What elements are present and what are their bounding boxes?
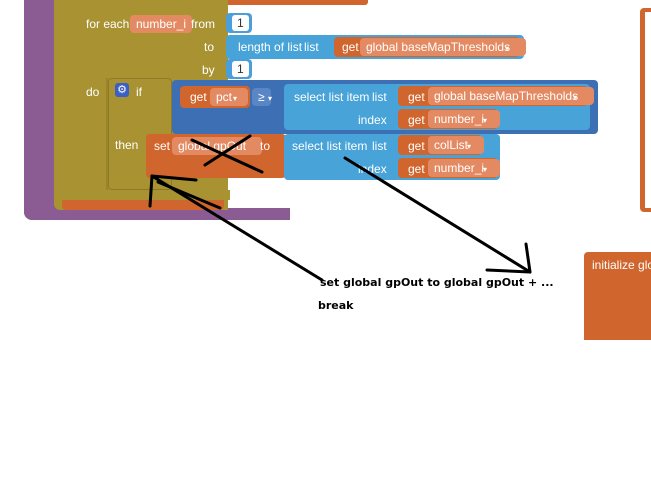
select-list-item-label-1: select list item bbox=[294, 90, 370, 104]
get-pct-label: get bbox=[190, 90, 207, 104]
annotation-text-1: set global gpOut to global gpOut + ... bbox=[320, 276, 554, 289]
arrow-head-then-extra bbox=[156, 180, 222, 210]
arrow-to-init bbox=[343, 156, 532, 274]
operator-dropdown[interactable]: ≥ bbox=[252, 88, 271, 106]
from-label: from bbox=[191, 17, 215, 31]
get-label-2: get bbox=[408, 90, 425, 104]
initialize-block[interactable] bbox=[584, 252, 651, 340]
get-var-basemap-2[interactable]: global baseMapThresholds bbox=[428, 87, 595, 105]
cross-mark bbox=[190, 138, 264, 174]
dropdown-arrow-icon[interactable]: ▾ bbox=[268, 94, 273, 103]
dropdown-arrow-icon[interactable]: ▾ bbox=[483, 116, 488, 125]
arrow-head-init bbox=[485, 268, 532, 274]
get-var-collist[interactable]: colList bbox=[428, 136, 485, 154]
do-inner-border bbox=[106, 78, 108, 192]
get-pct-var[interactable]: pct bbox=[210, 88, 249, 106]
annotation-text-2: break bbox=[318, 299, 354, 312]
dropdown-arrow-icon[interactable]: ▾ bbox=[467, 142, 472, 151]
from-number-value[interactable]: 1 bbox=[232, 15, 249, 31]
arrow-head-init bbox=[524, 242, 532, 274]
arrow-head-then bbox=[148, 174, 154, 208]
right-edge-inner bbox=[645, 12, 651, 208]
list-label-2: list bbox=[372, 139, 387, 153]
for-each-label: for each bbox=[86, 17, 130, 31]
index-label-1: index bbox=[358, 113, 387, 127]
list-label-1: list bbox=[372, 90, 387, 104]
dropdown-arrow-icon[interactable]: ▾ bbox=[505, 44, 510, 53]
get-label-1: get bbox=[342, 40, 359, 54]
orange-top-tab bbox=[118, 0, 368, 5]
gear-icon[interactable]: ⚙ bbox=[115, 83, 129, 97]
get-label-4: get bbox=[408, 139, 425, 153]
cross-mark bbox=[203, 134, 252, 167]
dropdown-arrow-icon[interactable]: ▾ bbox=[573, 93, 578, 102]
get-var-basemap-1[interactable]: global baseMapThresholds bbox=[360, 38, 527, 56]
length-list-label: list bbox=[304, 40, 319, 54]
get-var-number-2[interactable]: number_i bbox=[428, 159, 501, 177]
arrow-to-then bbox=[150, 174, 324, 282]
do-label: do bbox=[86, 85, 100, 99]
if-label: if bbox=[136, 85, 142, 99]
set-label: set bbox=[154, 139, 171, 153]
orange-bottom-strip bbox=[62, 200, 224, 210]
get-var-number-1[interactable]: number_i bbox=[428, 110, 501, 128]
length-of-list-label: length of list bbox=[238, 40, 303, 54]
for-each-footer bbox=[54, 190, 230, 200]
index-label-2: index bbox=[358, 162, 387, 176]
arrow-head-then bbox=[150, 174, 198, 182]
by-number-value[interactable]: 1 bbox=[232, 61, 249, 77]
set-to-label: to bbox=[260, 139, 271, 153]
get-label-3: get bbox=[408, 113, 425, 127]
dropdown-arrow-icon[interactable]: ▾ bbox=[233, 94, 238, 103]
by-label: by bbox=[202, 63, 215, 77]
for-each-variable[interactable]: number_i bbox=[130, 15, 193, 33]
dropdown-arrow-icon[interactable]: ▾ bbox=[483, 165, 488, 174]
then-label: then bbox=[115, 138, 139, 152]
initialize-label: initialize glo bbox=[592, 258, 651, 272]
to-label: to bbox=[204, 40, 215, 54]
get-label-5: get bbox=[408, 162, 425, 176]
select-list-item-label-2: select list item bbox=[292, 139, 368, 153]
procedure-block-bottom bbox=[24, 208, 290, 220]
